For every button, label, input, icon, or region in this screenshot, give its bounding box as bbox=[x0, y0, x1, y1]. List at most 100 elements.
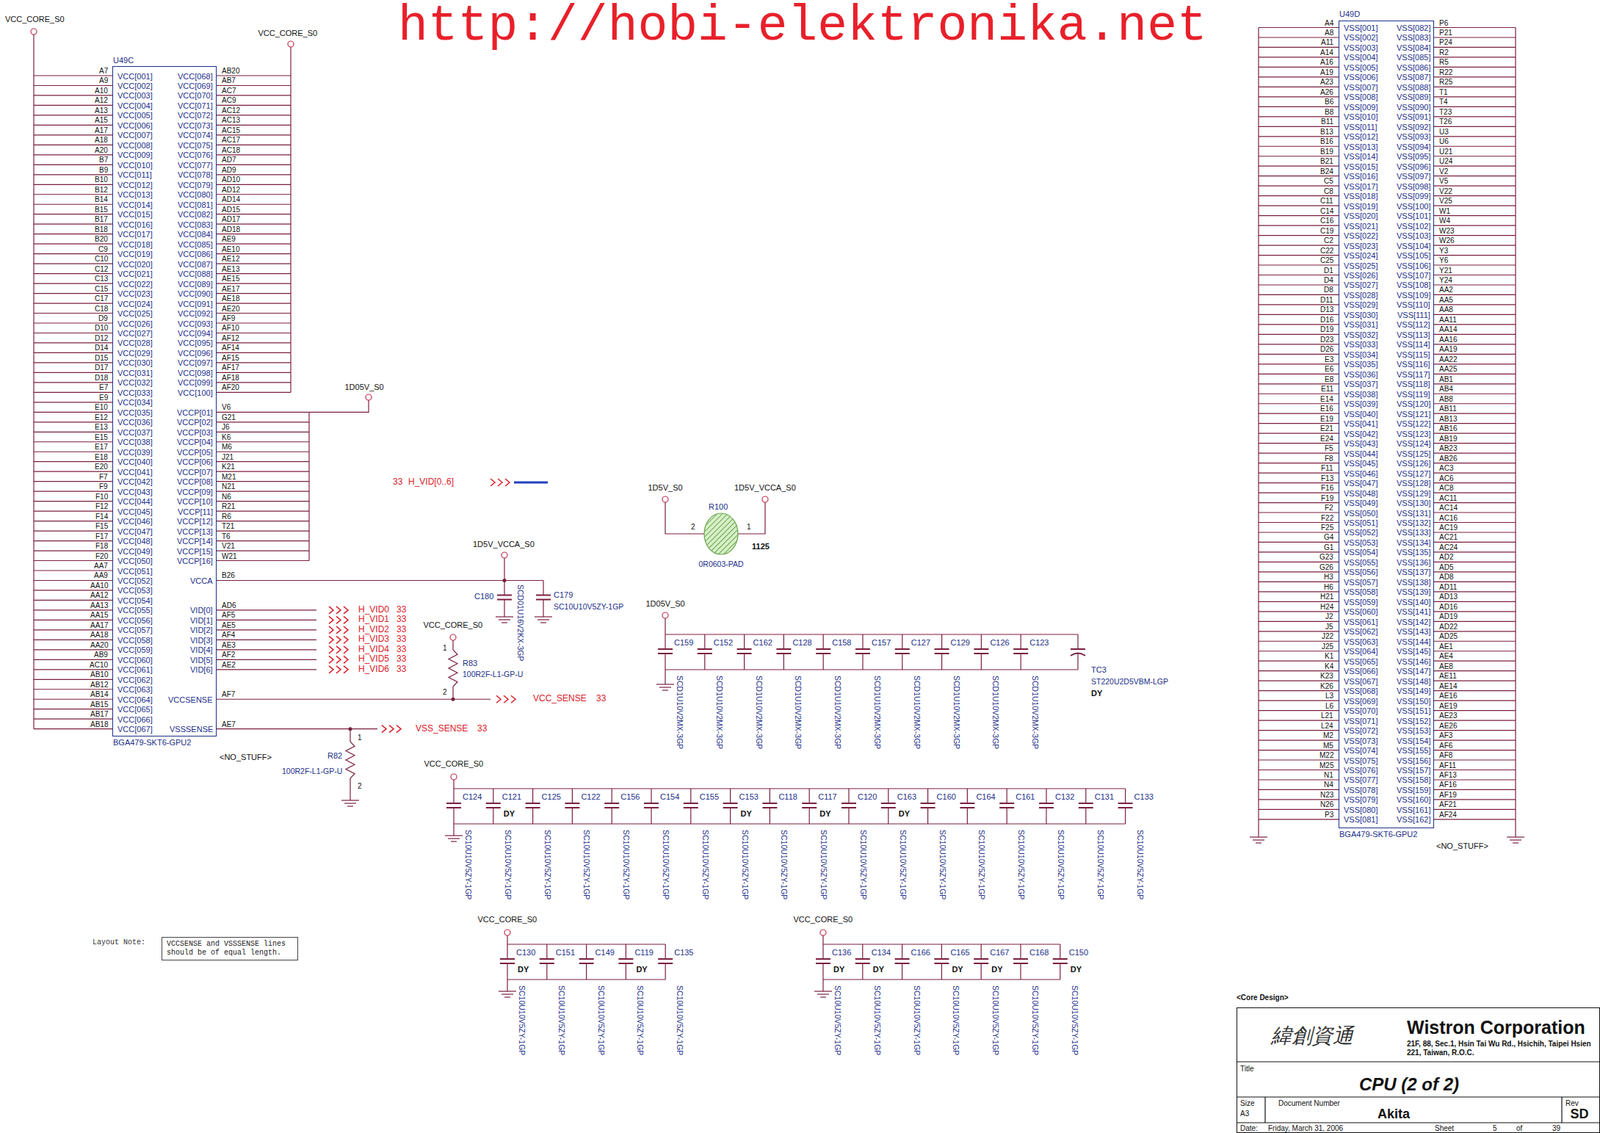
capacitor-lead bbox=[690, 807, 691, 824]
pin-line bbox=[1258, 185, 1339, 187]
pin-line bbox=[216, 342, 291, 343]
pin-line bbox=[216, 500, 310, 502]
pin-number: AF6 bbox=[1439, 741, 1453, 750]
pin-name: VSS[104] bbox=[1396, 241, 1431, 252]
power-port bbox=[501, 552, 508, 559]
pin-line bbox=[33, 500, 113, 502]
pin-name: VCCP[12] bbox=[176, 516, 213, 527]
pin-number: AD19 bbox=[1439, 612, 1458, 621]
title-block-text: Sheet bbox=[1434, 1124, 1454, 1133]
pin-number: K26 bbox=[1320, 682, 1334, 691]
pin-line bbox=[33, 332, 113, 334]
pin-number: D19 bbox=[1320, 325, 1334, 334]
pin-number: AF15 bbox=[221, 353, 240, 363]
pin-line bbox=[1434, 422, 1516, 424]
pin-number: Y6 bbox=[1439, 256, 1449, 265]
pin-line bbox=[216, 431, 310, 433]
pin-line bbox=[33, 511, 113, 512]
pin-number: AD14 bbox=[221, 195, 241, 204]
pin-number: W23 bbox=[1439, 226, 1455, 235]
pin-number: H21 bbox=[1320, 592, 1334, 601]
pin-name: VCC[063] bbox=[117, 685, 153, 695]
pin-name: VSS[019] bbox=[1343, 201, 1378, 212]
part-number: SC10U10V5ZY-1GP bbox=[1095, 829, 1106, 900]
pin-name: VCC[077] bbox=[177, 160, 213, 171]
ground-symbol bbox=[504, 996, 511, 998]
pin-number: C25 bbox=[1320, 256, 1334, 265]
pin-line bbox=[1434, 779, 1516, 780]
pin-number: A14 bbox=[1320, 48, 1334, 57]
pin-number: AB18 bbox=[90, 720, 108, 729]
pin-name: VSS[120] bbox=[1396, 399, 1431, 409]
net-name: 1D5V_VCCA_S0 bbox=[734, 483, 796, 493]
pin-number: AE13 bbox=[221, 265, 240, 274]
pin-line bbox=[1258, 650, 1339, 652]
pin-line bbox=[33, 451, 113, 453]
pin-number: C11 bbox=[1320, 196, 1334, 205]
pin-number: F5 bbox=[1324, 444, 1334, 453]
capacitor-symbol bbox=[683, 802, 699, 805]
pin-number: AF16 bbox=[1439, 780, 1457, 789]
pin-number: A12 bbox=[94, 96, 108, 105]
pin-name: VSS[089] bbox=[1396, 92, 1431, 103]
pin-line bbox=[33, 728, 113, 730]
pin-number: AE2 bbox=[221, 660, 236, 669]
net-label: 33 bbox=[477, 724, 487, 735]
pin-number: AE20 bbox=[221, 304, 240, 313]
ref-designator: C136 bbox=[831, 947, 852, 958]
ref-designator: C122 bbox=[580, 792, 600, 802]
pin-number: T1 bbox=[1439, 88, 1449, 97]
pin-name: VSS[109] bbox=[1396, 290, 1431, 301]
pin-name: VSS[091] bbox=[1396, 112, 1431, 122]
capacitor-symbol bbox=[934, 958, 949, 960]
pin-line bbox=[33, 699, 113, 700]
capacitor-lead bbox=[611, 788, 613, 804]
wire bbox=[737, 502, 766, 534]
pin-number: AA22 bbox=[1439, 355, 1457, 364]
pin-line bbox=[33, 549, 113, 551]
pin-number: 1 bbox=[746, 522, 752, 531]
ground-rail bbox=[665, 668, 1078, 670]
ref-designator: C163 bbox=[897, 792, 917, 802]
pin-number: AA15 bbox=[90, 610, 108, 619]
pin-number: AD17 bbox=[221, 215, 241, 224]
pin-number: AE1 bbox=[1439, 642, 1454, 651]
pin-name: VCC[073] bbox=[177, 121, 213, 131]
pin-line bbox=[33, 302, 113, 304]
pin-name: VSS[144] bbox=[1396, 637, 1431, 647]
pin-line bbox=[1258, 739, 1339, 741]
capacitor-lead bbox=[941, 653, 943, 670]
net-name: 1D5V_S0 bbox=[648, 483, 683, 493]
pin-line bbox=[1434, 66, 1516, 68]
pin-line bbox=[216, 193, 291, 195]
pin-line bbox=[1258, 146, 1339, 147]
capacitor-lead bbox=[585, 944, 587, 959]
capacitor-lead bbox=[542, 599, 544, 618]
pin-name: VSS[093] bbox=[1396, 132, 1431, 142]
pin-name: VCC[092] bbox=[177, 309, 213, 319]
ground-symbol bbox=[1249, 836, 1268, 838]
pin-number: AF9 bbox=[221, 314, 235, 323]
capacitor-symbol bbox=[500, 958, 515, 960]
pin-line bbox=[1258, 274, 1339, 276]
capacitor-lead bbox=[665, 963, 666, 980]
off-page-connector bbox=[328, 626, 334, 634]
pin-line bbox=[1258, 551, 1339, 553]
off-page-connector bbox=[381, 725, 387, 733]
pin-line bbox=[1258, 155, 1339, 157]
pin-number: M6 bbox=[221, 442, 233, 451]
part-number: SC10U10V5ZY-1GP bbox=[581, 829, 592, 900]
ref-designator: C167 bbox=[989, 947, 1009, 958]
pin-number: E16 bbox=[1320, 404, 1334, 413]
pin-line bbox=[216, 629, 317, 631]
pin-name: VCC[072] bbox=[177, 110, 213, 121]
ground-symbol bbox=[501, 993, 514, 995]
pin-name: VSS[108] bbox=[1396, 280, 1431, 291]
pin-number: M2 bbox=[1323, 731, 1334, 740]
pin-name: VSS[011] bbox=[1343, 122, 1378, 133]
table-rule bbox=[1561, 1097, 1562, 1123]
pin-number: J21 bbox=[221, 453, 234, 462]
pin-number: T21 bbox=[221, 522, 235, 531]
pin-line bbox=[1258, 531, 1339, 533]
pin-number: AF20 bbox=[221, 383, 240, 392]
